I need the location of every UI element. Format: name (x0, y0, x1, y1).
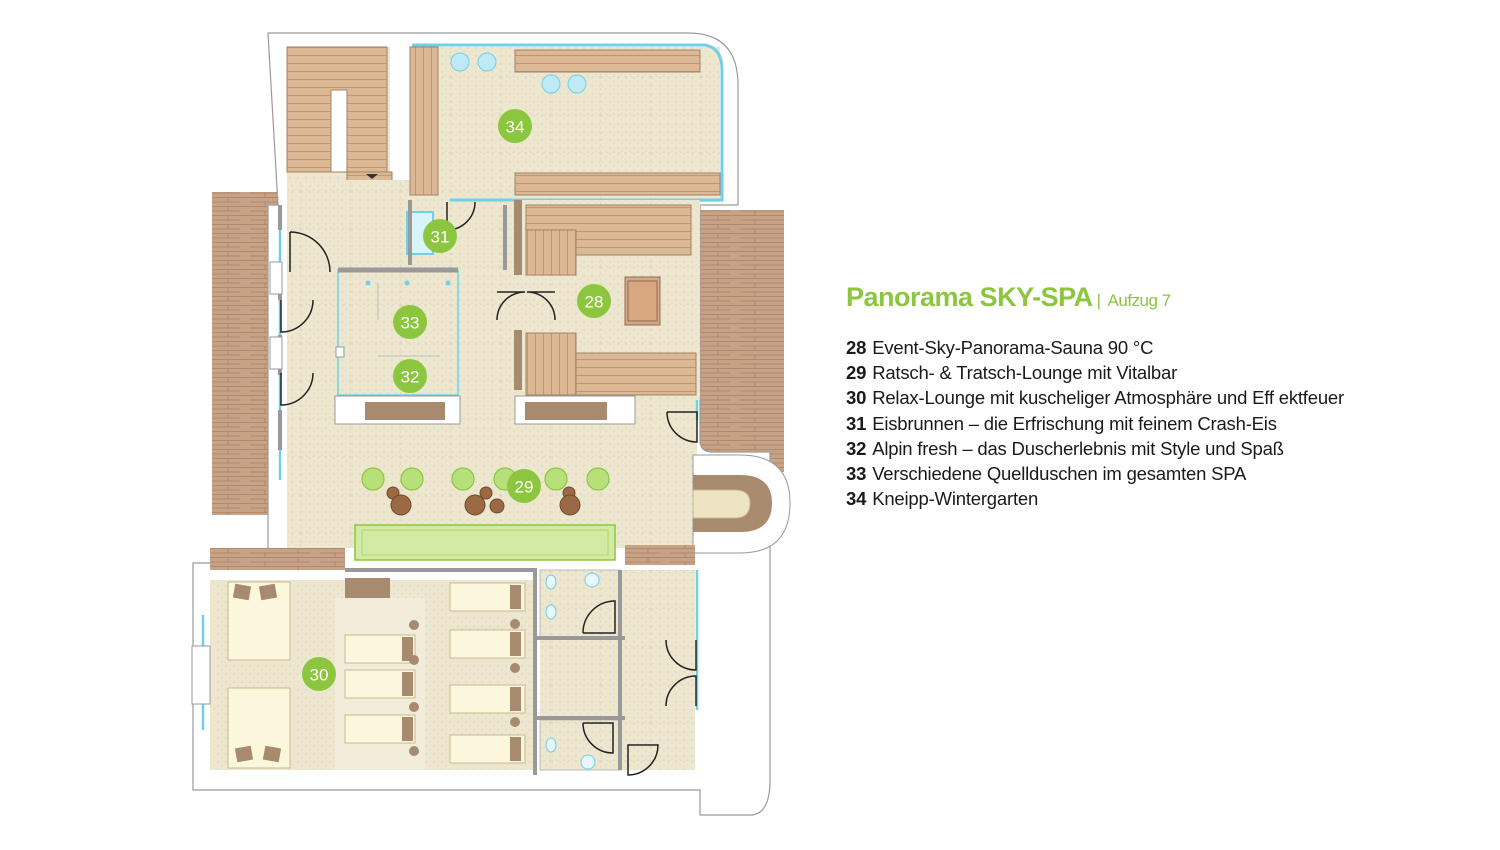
svg-text:32: 32 (401, 368, 420, 387)
lounge-tables (386, 486, 581, 516)
marker-31[interactable]: 31 (423, 219, 457, 253)
bench-top (514, 49, 701, 73)
terrace-right (700, 210, 784, 472)
legend-item-number: 33 (846, 463, 867, 485)
legend-item-number: 32 (846, 437, 867, 459)
legend-item-text: Ratsch- & Tratsch-Lounge mit Vitalbar (872, 362, 1178, 384)
legend-separator: | (1096, 291, 1101, 310)
marker-34[interactable]: 34 (498, 109, 532, 143)
legend-item-number: 30 (846, 387, 867, 409)
spa-floor-plan (191, 32, 791, 816)
legend-item-number: 34 (846, 488, 867, 510)
legend-item-number: 29 (846, 362, 867, 384)
svg-text:33: 33 (401, 314, 420, 333)
svg-text:30: 30 (310, 666, 329, 685)
legend-title: Panorama SKY-SPA| Aufzug 7 (846, 282, 1446, 313)
lounge-seating (361, 467, 610, 491)
legend-item-text: Relax-Lounge mit kuscheliger Atmosphäre … (872, 387, 1344, 409)
legend-item-text: Eisbrunnen – die Erfrischung mit feinem … (872, 412, 1277, 434)
marker-32[interactable]: 32 (393, 359, 427, 393)
marker-30[interactable]: 30 (302, 657, 336, 691)
svg-text:29: 29 (515, 478, 534, 497)
sauna-stove (624, 276, 661, 326)
legend-subtitle: Aufzug 7 (1107, 291, 1172, 310)
legend-item-text: Kneipp-Wintergarten (872, 488, 1039, 510)
legend-item-text: Verschiedene Quellduschen im gesamten SP… (872, 463, 1247, 485)
bench-left (409, 46, 439, 196)
legend-title-text: Panorama SKY-SPA (846, 282, 1093, 312)
svg-text:28: 28 (585, 293, 604, 312)
svg-text:34: 34 (506, 118, 525, 137)
marker-33[interactable]: 33 (393, 305, 427, 339)
bench-bottom (514, 172, 721, 196)
legend-item-number: 31 (846, 412, 867, 434)
legend-item-text: Event-Sky-Panorama-Sauna 90 °C (872, 337, 1154, 358)
marker-28[interactable]: 28 (577, 284, 611, 318)
zone-markers: 34 31 28 33 32 29 30 (302, 109, 611, 691)
legend-item-number: 28 (846, 337, 867, 358)
doors (280, 201, 698, 776)
legend-item-text: Alpin fresh – das Duscherlebnis mit Styl… (872, 437, 1284, 459)
vital-bar (354, 524, 616, 561)
terrace-left (212, 192, 278, 515)
svg-text:31: 31 (431, 228, 450, 247)
marker-29[interactable]: 29 (507, 469, 541, 503)
